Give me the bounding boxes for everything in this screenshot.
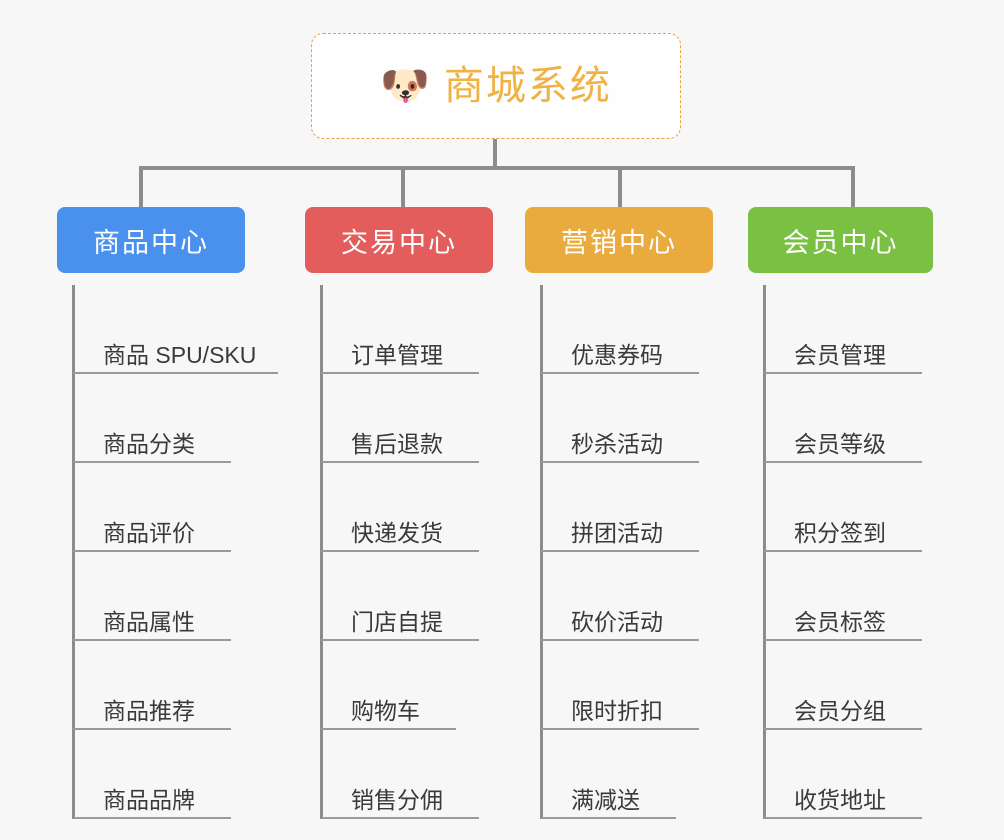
leaf-label: 商品推荐 <box>103 697 195 724</box>
connector-horizontal-bus <box>139 166 855 170</box>
leaf-label: 砍价活动 <box>571 608 663 635</box>
leaf-label: 优惠券码 <box>571 341 663 368</box>
leaf-label: 积分签到 <box>794 519 886 546</box>
leaf-item[interactable]: 商品属性 <box>73 552 231 641</box>
branch-header-label: 营销中心 <box>561 227 677 258</box>
leaf-label: 满减送 <box>571 786 640 813</box>
leaf-trunk-2 <box>320 285 323 819</box>
root-node[interactable]: 🐶 商城系统 <box>311 33 681 139</box>
connector-root-stem <box>493 139 497 168</box>
leaf-label: 商品评价 <box>103 519 195 546</box>
leaf-label: 商品 SPU/SKU <box>103 341 257 368</box>
leaf-label: 会员标签 <box>794 608 886 635</box>
leaf-label: 商品分类 <box>103 430 195 457</box>
leaf-label: 拼团活动 <box>571 519 663 546</box>
branch-column-1: 商品中心 商品 SPU/SKU 商品分类 商品评价 商品属性 商品推荐 商品品牌 <box>57 207 287 819</box>
branch-header-1[interactable]: 商品中心 <box>57 207 245 273</box>
branch-header-label: 商品中心 <box>93 227 209 258</box>
leaf-item[interactable]: 商品品牌 <box>73 730 231 819</box>
leaf-item[interactable]: 收货地址 <box>764 730 922 819</box>
leaf-item[interactable]: 商品 SPU/SKU <box>73 285 278 374</box>
branch-column-2: 交易中心 订单管理 售后退款 快递发货 门店自提 购物车 销售分佣 <box>305 207 505 819</box>
leaf-item[interactable]: 快递发货 <box>321 463 479 552</box>
leaf-label: 会员分组 <box>794 697 886 724</box>
leaf-item[interactable]: 购物车 <box>321 641 456 730</box>
leaf-label: 商品属性 <box>103 608 195 635</box>
leaf-trunk-1 <box>72 285 75 819</box>
leaf-list-3: 优惠券码 秒杀活动 拼团活动 砍价活动 限时折扣 满减送 <box>525 285 725 819</box>
leaf-item[interactable]: 秒杀活动 <box>541 374 699 463</box>
branch-header-label: 会员中心 <box>782 227 899 258</box>
branch-header-label: 交易中心 <box>341 227 457 258</box>
leaf-item[interactable]: 满减送 <box>541 730 676 819</box>
branch-column-4: 会员中心 会员管理 会员等级 积分签到 会员标签 会员分组 收货地址 <box>748 207 948 819</box>
leaf-label: 限时折扣 <box>571 697 663 724</box>
leaf-label: 会员管理 <box>794 341 886 368</box>
branch-header-2[interactable]: 交易中心 <box>305 207 493 273</box>
connector-drop-4 <box>851 166 855 208</box>
leaf-item[interactable]: 会员等级 <box>764 374 922 463</box>
shiba-dog-face-icon: 🐶 <box>380 64 430 108</box>
leaf-item[interactable]: 商品评价 <box>73 463 231 552</box>
leaf-item[interactable]: 会员管理 <box>764 285 922 374</box>
leaf-item[interactable]: 订单管理 <box>321 285 479 374</box>
leaf-item[interactable]: 拼团活动 <box>541 463 699 552</box>
leaf-label: 快递发货 <box>351 519 443 546</box>
branch-header-4[interactable]: 会员中心 <box>748 207 933 273</box>
leaf-item[interactable]: 商品分类 <box>73 374 231 463</box>
leaf-item[interactable]: 商品推荐 <box>73 641 231 730</box>
branch-header-3[interactable]: 营销中心 <box>525 207 713 273</box>
leaf-label: 收货地址 <box>794 786 886 813</box>
leaf-label: 门店自提 <box>351 608 443 635</box>
leaf-item[interactable]: 会员分组 <box>764 641 922 730</box>
connector-drop-1 <box>139 166 143 208</box>
leaf-item[interactable]: 会员标签 <box>764 552 922 641</box>
leaf-item[interactable]: 销售分佣 <box>321 730 479 819</box>
connector-drop-2 <box>401 166 405 208</box>
leaf-label: 会员等级 <box>794 430 886 457</box>
leaf-item[interactable]: 优惠券码 <box>541 285 699 374</box>
leaf-label: 秒杀活动 <box>571 430 663 457</box>
leaf-item[interactable]: 限时折扣 <box>541 641 699 730</box>
leaf-label: 商品品牌 <box>103 786 195 813</box>
leaf-list-4: 会员管理 会员等级 积分签到 会员标签 会员分组 收货地址 <box>748 285 948 819</box>
leaf-item[interactable]: 砍价活动 <box>541 552 699 641</box>
leaf-list-1: 商品 SPU/SKU 商品分类 商品评价 商品属性 商品推荐 商品品牌 <box>57 285 287 819</box>
leaf-label: 售后退款 <box>351 430 443 457</box>
leaf-trunk-3 <box>540 285 543 819</box>
leaf-label: 购物车 <box>351 697 420 724</box>
leaf-item[interactable]: 门店自提 <box>321 552 479 641</box>
leaf-item[interactable]: 积分签到 <box>764 463 922 552</box>
leaf-label: 销售分佣 <box>351 786 443 813</box>
branch-column-3: 营销中心 优惠券码 秒杀活动 拼团活动 砍价活动 限时折扣 满减送 <box>525 207 725 819</box>
root-title: 商城系统 <box>443 64 612 108</box>
connector-drop-3 <box>618 166 622 208</box>
leaf-list-2: 订单管理 售后退款 快递发货 门店自提 购物车 销售分佣 <box>305 285 505 819</box>
leaf-trunk-4 <box>763 285 766 819</box>
leaf-item[interactable]: 售后退款 <box>321 374 479 463</box>
leaf-label: 订单管理 <box>351 341 443 368</box>
